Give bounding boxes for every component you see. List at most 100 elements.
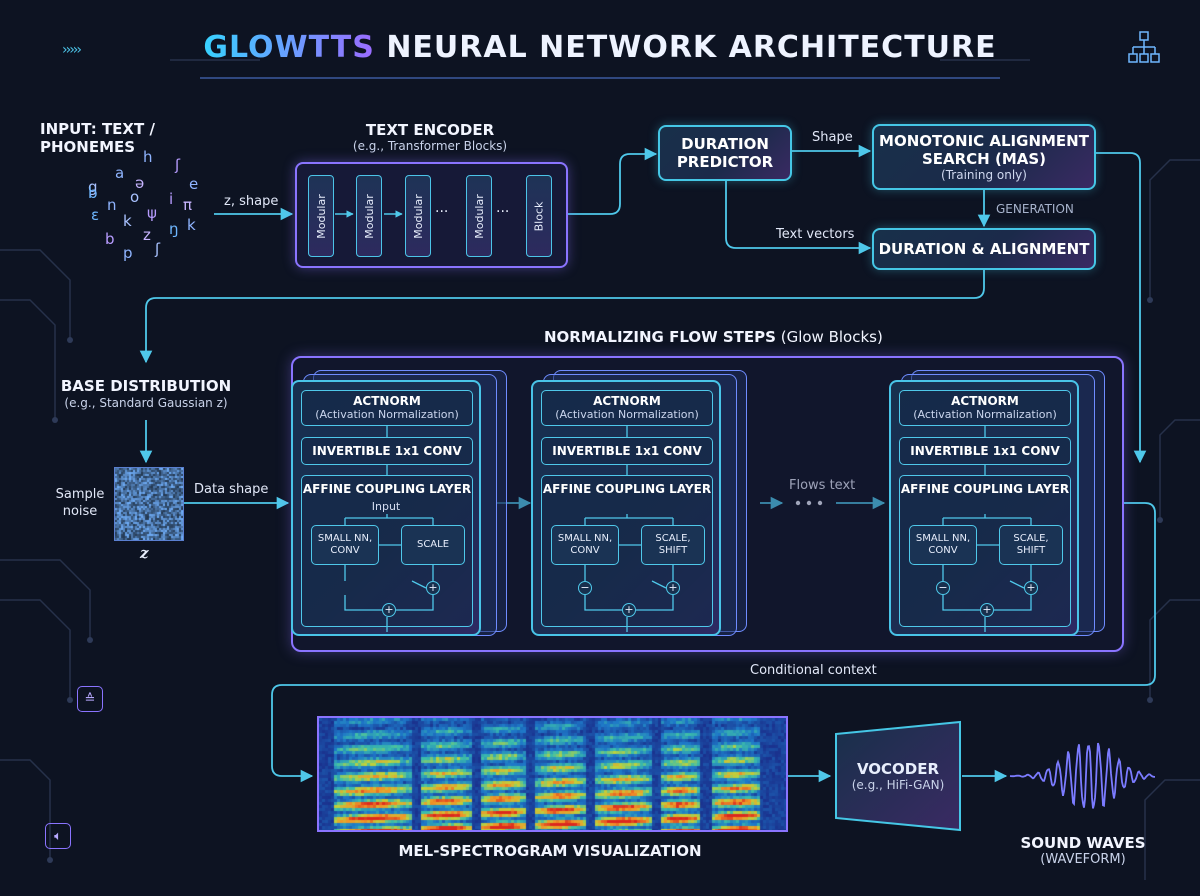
mas-sub: (Training only): [941, 168, 1027, 182]
glow-block-connector: [584, 514, 674, 525]
coupling-plus-op: +: [666, 581, 680, 595]
invertible-conv-label: INVERTIBLE 1x1 CONV: [312, 444, 462, 458]
encoder-arrows: [335, 210, 403, 218]
flows-text-label: Flows text: [789, 478, 856, 493]
output-subheading: (WAVEFORM): [1040, 852, 1126, 867]
coupling-input-label: Input: [371, 500, 401, 513]
stack-icon: ≙: [77, 686, 103, 712]
phoneme-glyph: g: [88, 178, 98, 196]
encoder-heading: TEXT ENCODER: [365, 121, 495, 139]
phoneme-glyph: ψ: [147, 204, 157, 222]
duration-predictor-line1: DURATION: [681, 135, 769, 153]
glow-block-connectors: [344, 426, 434, 632]
phoneme-glyph: k: [187, 216, 196, 234]
base-heading: BASE DISTRIBUTION: [60, 377, 232, 395]
duration-predictor-line2: PREDICTOR: [676, 153, 774, 171]
coupling-minus-op: −: [936, 581, 950, 595]
affine-coupling-label: AFFINE COUPLING LAYER: [302, 482, 472, 496]
phoneme-glyph: a: [115, 164, 125, 182]
shape-label: Shape: [812, 130, 853, 145]
invertible-conv-box: INVERTIBLE 1x1 CONV: [541, 437, 713, 465]
vocoder-label: VOCODER: [856, 760, 940, 778]
glow-block-connector: [994, 595, 1032, 611]
encoder-module: Modular: [356, 175, 382, 257]
phoneme-glyph: b: [105, 230, 115, 248]
glow-block-connector: [344, 514, 434, 525]
vocoder-shape: [835, 720, 961, 832]
chevrons-icon: ›››››: [62, 42, 82, 58]
phoneme-glyph: h: [143, 148, 153, 166]
encoder-module: Modular: [466, 175, 492, 257]
small-nn-box: SMALL NN, CONV: [311, 525, 379, 565]
vocoder-sub: (e.g., HiFi-GAN): [851, 778, 945, 792]
glow-block-connector: [1009, 580, 1025, 589]
mel-spectrogram-image: [317, 716, 788, 832]
mas-box: MONOTONIC ALIGNMENT SEARCH (MAS) (Traini…: [872, 124, 1096, 190]
output-heading: SOUND WAVES: [1020, 834, 1146, 852]
speaker-icon: 🔈︎: [45, 823, 71, 849]
encoder-subheading: (e.g., Transformer Blocks): [352, 139, 508, 153]
conditional-context-label: Conditional context: [750, 663, 877, 678]
coupling-plus-op: +: [1024, 581, 1038, 595]
gaussian-noise-image: [114, 467, 184, 541]
actnorm-box: ACTNORM(Activation Normalization): [301, 390, 473, 426]
actnorm-label: ACTNORM: [593, 394, 661, 408]
hierarchy-icon: [1128, 31, 1160, 63]
phoneme-glyph: p: [123, 244, 133, 262]
spectrogram-caption: MEL-SPECTROGRAM VISUALIZATION: [398, 842, 702, 860]
glow-block-connectors: [584, 426, 674, 632]
actnorm-label: ACTNORM: [951, 394, 1019, 408]
flow-heading: NORMALIZING FLOW STEPS (Glow Blocks): [544, 328, 883, 346]
input-heading: INPUT: TEXT / PHONEMES: [40, 120, 155, 156]
encoder-ellipsis: ···: [435, 204, 449, 220]
text-encoder-box: [295, 162, 568, 268]
actnorm-box: ACTNORM(Activation Normalization): [899, 390, 1071, 426]
invertible-conv-box: INVERTIBLE 1x1 CONV: [301, 437, 473, 465]
invertible-conv-label: INVERTIBLE 1x1 CONV: [552, 444, 702, 458]
encoder-module: Modular: [405, 175, 431, 257]
base-subheading: (e.g., Standard Gaussian z): [64, 396, 228, 410]
title-highlight: GLOWTTS: [203, 30, 375, 65]
glow-block-connector: [651, 580, 667, 589]
generation-label: GENERATION: [996, 202, 1074, 216]
flow-heading-bold: NORMALIZING FLOW STEPS: [544, 328, 776, 346]
duration-predictor-box: DURATION PREDICTOR: [658, 125, 792, 181]
z-shape-label: z, shape: [224, 194, 279, 209]
actnorm-label: ACTNORM: [353, 394, 421, 408]
phoneme-glyph: i: [169, 190, 174, 208]
vocoder-text: VOCODER (e.g., HiFi-GAN): [836, 760, 960, 792]
waveform-line: [1009, 742, 1155, 809]
data-shape-label: Data shape: [194, 482, 269, 497]
small-nn-box: SMALL NN, CONV: [909, 525, 977, 565]
coupling-minus-op: −: [578, 581, 592, 595]
encoder-module: Block: [526, 175, 552, 257]
glow-block-connector: [344, 595, 382, 611]
title-rest: NEURAL NETWORK ARCHITECTURE: [374, 30, 997, 65]
phoneme-glyph: ʃ: [155, 240, 161, 258]
encoder-ellipsis: ···: [496, 204, 510, 220]
actnorm-sub: (Activation Normalization): [315, 408, 459, 421]
actnorm-box: ACTNORM(Activation Normalization): [541, 390, 713, 426]
glow-block-connector: [411, 580, 427, 589]
phoneme-glyph: n: [107, 196, 117, 214]
mas-line2: SEARCH (MAS): [921, 150, 1047, 168]
encoder-module: Modular: [308, 175, 334, 257]
coupling-sum-op: +: [622, 603, 636, 617]
coupling-sum-op: +: [382, 603, 396, 617]
coupling-sum-op: +: [980, 603, 994, 617]
glow-block-connector: [942, 595, 980, 611]
phoneme-glyph: ʃ: [175, 156, 181, 174]
invertible-conv-box: INVERTIBLE 1x1 CONV: [899, 437, 1071, 465]
actnorm-sub: (Activation Normalization): [555, 408, 699, 421]
z-label: z: [140, 544, 149, 562]
glow-block-connector: [584, 595, 622, 611]
affine-coupling-label: AFFINE COUPLING LAYER: [542, 482, 712, 496]
phoneme-glyph: z: [143, 226, 151, 244]
phoneme-glyph: π: [183, 196, 193, 214]
duration-alignment-label: DURATION & ALIGNMENT: [878, 240, 1090, 258]
duration-alignment-box: DURATION & ALIGNMENT: [872, 228, 1096, 270]
